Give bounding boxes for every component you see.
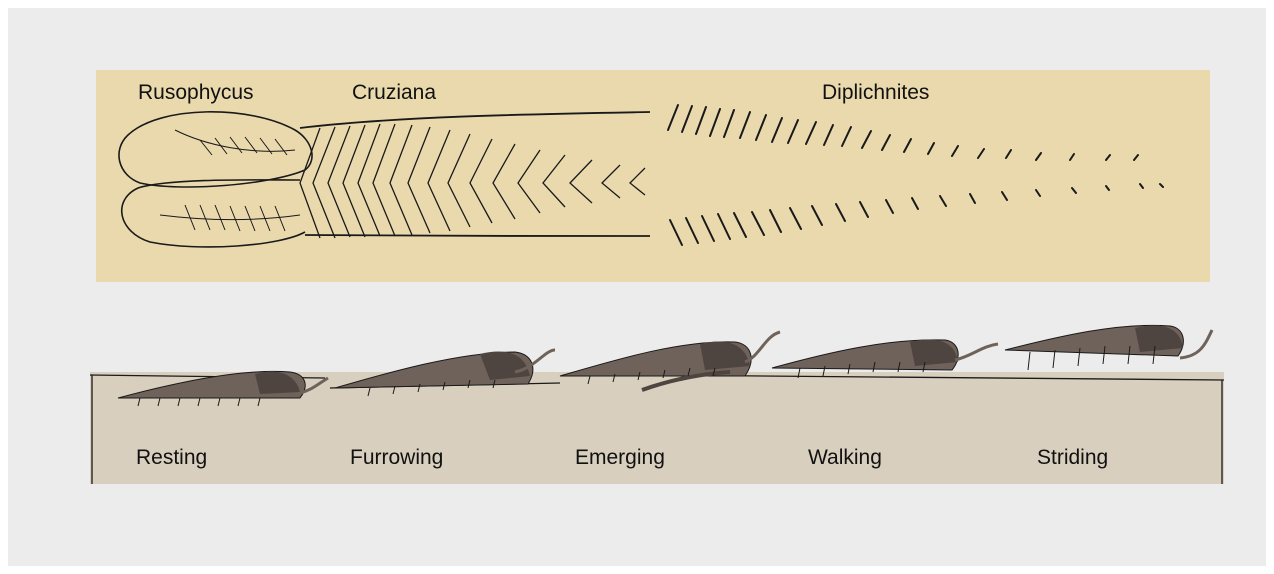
trilobite-striding xyxy=(1005,325,1212,370)
trilobite-furrowing xyxy=(335,350,555,396)
trilobite-emerging xyxy=(560,332,780,390)
label-furrowing: Furrowing xyxy=(350,446,443,470)
trilobite-walking xyxy=(772,339,998,378)
cruziana-trace xyxy=(300,112,650,238)
label-diplichnites: Diplichnites xyxy=(822,81,929,105)
label-walking: Walking xyxy=(808,446,882,470)
label-emerging: Emerging xyxy=(575,446,665,470)
trilobite-resting xyxy=(118,371,328,406)
label-resting: Resting xyxy=(136,446,207,470)
label-striding: Striding xyxy=(1037,446,1108,470)
diplichnites-trace xyxy=(668,105,1163,245)
label-cruziana: Cruziana xyxy=(352,81,436,105)
label-rusophycus: Rusophycus xyxy=(138,81,254,105)
rusophycus-trace xyxy=(119,112,312,247)
